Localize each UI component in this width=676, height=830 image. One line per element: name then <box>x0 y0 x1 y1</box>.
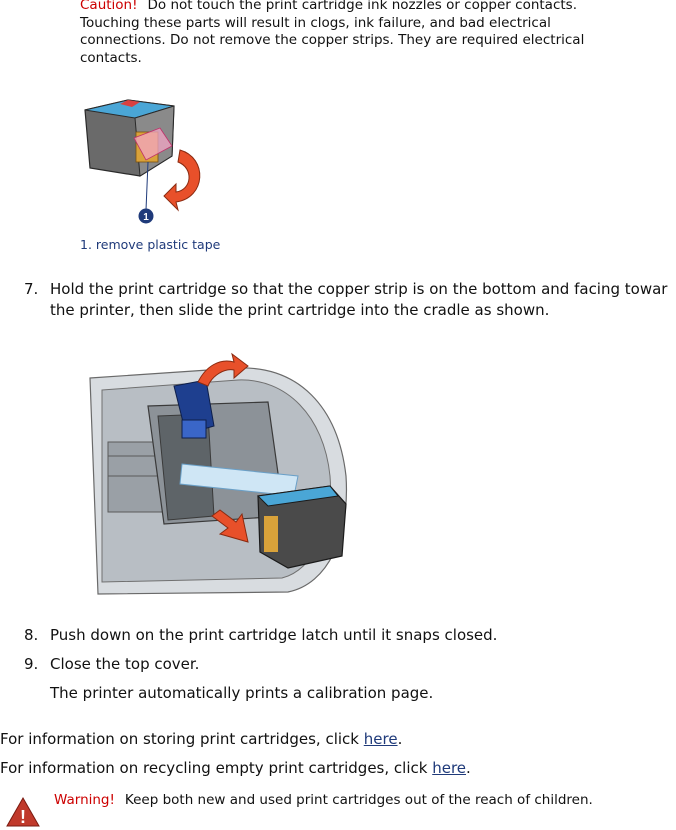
storing-text: For information on storing print cartrid… <box>0 730 364 748</box>
insert-cartridge-illustration <box>89 352 348 595</box>
step-9-text: Close the top cover. <box>50 655 200 673</box>
figure-caption: 1. remove plastic tape <box>80 237 221 252</box>
step-7-number: 7. <box>24 280 39 298</box>
step-7-line1: Hold the print cartridge so that the cop… <box>50 280 668 298</box>
recycling-paragraph: For information on recycling empty print… <box>0 758 471 778</box>
storing-link[interactable]: here <box>363 730 398 748</box>
storing-paragraph: For information on storing print cartrid… <box>0 729 402 749</box>
callout-number: 1 <box>143 212 149 223</box>
warning-note: Warning! Keep both new and used print car… <box>54 792 614 809</box>
step-7-line2: the printer, then slide the print cartri… <box>50 301 550 319</box>
step-8-text: Push down on the print cartridge latch u… <box>50 626 498 644</box>
recycling-link[interactable]: here <box>432 759 467 777</box>
remove-tape-illustration: 1 <box>84 99 201 224</box>
recycling-text: For information on recycling empty print… <box>0 759 433 777</box>
svg-text:!: ! <box>20 807 26 827</box>
warning-label: Warning! <box>54 792 115 808</box>
step-9-number: 9. <box>24 655 39 673</box>
warning-icon: ! <box>6 796 40 827</box>
caution-label: Caution! <box>80 0 138 13</box>
warning-text: Keep both new and used print cartridges … <box>124 792 593 808</box>
caution-text: Do not touch the print cartridge ink noz… <box>80 0 585 66</box>
recycling-end: . <box>466 759 471 777</box>
step-8-number: 8. <box>24 626 39 644</box>
storing-end: . <box>397 730 403 748</box>
step-9-note: The printer automatically prints a calib… <box>50 684 434 702</box>
caution-note: Caution!Do not touch the print cartridge… <box>80 0 600 67</box>
